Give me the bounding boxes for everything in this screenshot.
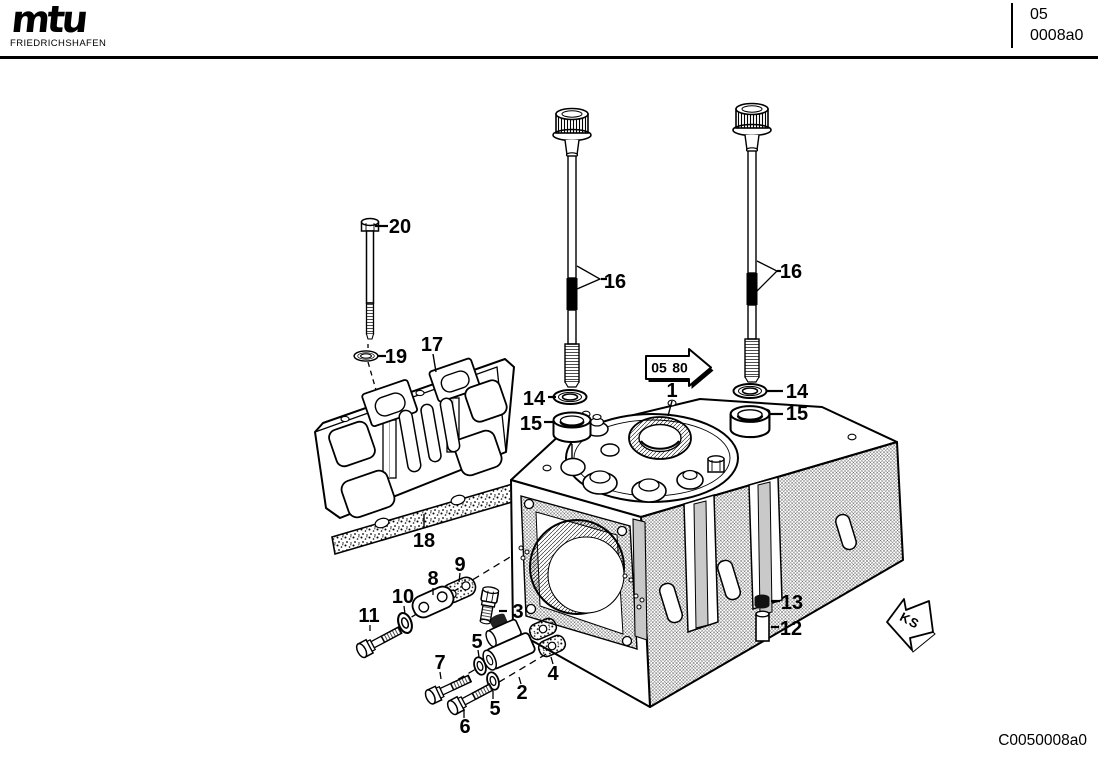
part-8-cover-plate: [411, 585, 455, 619]
drawing-code: C0050008a0: [998, 732, 1087, 749]
part-label-15-right: 15: [786, 403, 808, 425]
part-label-6: 6: [459, 716, 470, 738]
part-12-sleeve: [755, 610, 770, 642]
part-15-thrust-ring-left: [552, 411, 592, 458]
part-15-thrust-ring-right: [729, 404, 771, 439]
document-codes: 05 0008a0: [1030, 4, 1083, 46]
part-label-8: 8: [427, 568, 438, 590]
part-16-stud-left: [552, 107, 592, 388]
part-label-7: 7: [434, 652, 445, 674]
part-label-18: 18: [413, 530, 435, 552]
part-2-connector-body: [482, 613, 536, 671]
part-19-washer: [353, 350, 379, 362]
part-label-16-right: 16: [780, 261, 802, 283]
part-1-cylinder-head: [510, 398, 904, 708]
part-14-seal-ring-left: [552, 389, 588, 405]
part-14-seal-ring-right: [732, 383, 768, 399]
part-label-19: 19: [385, 346, 407, 368]
header-divider-line: [1011, 3, 1013, 48]
part-label-20: 20: [389, 216, 411, 238]
part-20-bolt: [360, 217, 380, 340]
doc-code: 0008a0: [1030, 27, 1084, 44]
header-rule: [0, 56, 1098, 59]
mtu-logo: mtu FRIEDRICHSHAFEN: [9, 0, 107, 50]
part-label-9: 9: [454, 554, 465, 576]
part-16-stud-right: [732, 102, 772, 383]
mtu-logo-subtitle: FRIEDRICHSHAFEN: [10, 38, 107, 50]
part-label-12: 12: [780, 618, 802, 640]
part-17-rocker-housing: [314, 357, 515, 519]
ref-arrow-page: 80: [672, 360, 688, 376]
part-label-14-left: 14: [523, 388, 546, 410]
part-label-14-right: 14: [786, 381, 809, 403]
ref-arrow-section: 05: [651, 360, 667, 376]
part-3-screw-plug: [479, 586, 500, 625]
part-11-bolt: [353, 622, 405, 660]
part-label-10: 10: [392, 586, 414, 608]
part-label-11: 11: [358, 605, 379, 627]
part-label-17: 17: [421, 334, 443, 356]
part-13-cap: [754, 594, 770, 609]
part-label-3: 3: [512, 601, 523, 623]
doc-section-number: 05: [1030, 6, 1048, 23]
part-4-gasket: [528, 617, 567, 658]
ref-arrow-05-80: 05 80: [645, 348, 714, 389]
part-label-16-left: 16: [604, 271, 626, 293]
part-label-4: 4: [547, 663, 559, 685]
part-label-13: 13: [781, 592, 803, 614]
leader-lines: [369, 224, 783, 718]
part-number-labels: 1 2 3 4 5 5 6 7 8 9 10 11 12 13 14 14 15…: [358, 216, 809, 738]
ks-direction-arrow: KS: [886, 598, 936, 653]
part-label-5-lower: 5: [489, 698, 500, 720]
part-label-1: 1: [666, 380, 677, 402]
part-label-5-upper: 5: [471, 631, 482, 653]
part-label-15-left: 15: [520, 413, 542, 435]
part-label-2: 2: [516, 682, 527, 704]
